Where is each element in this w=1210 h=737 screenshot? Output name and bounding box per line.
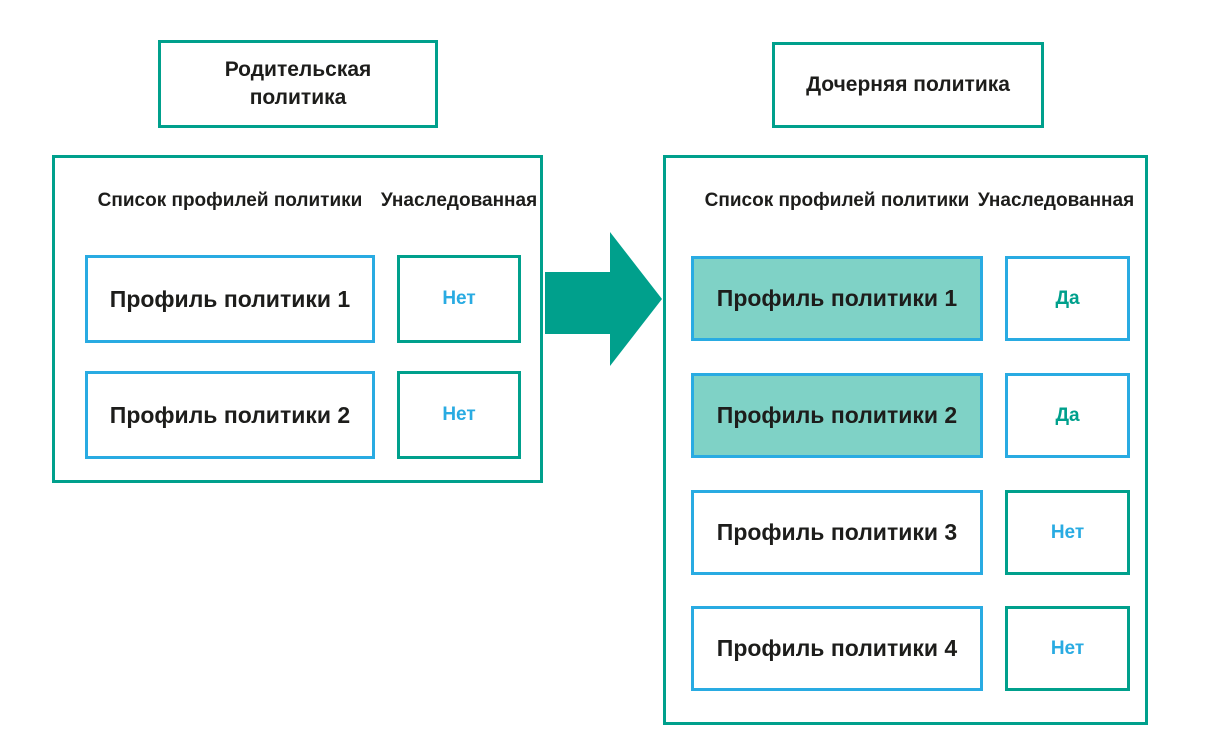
child-policy-title-box: Дочерняя политика [772, 42, 1044, 128]
child-header-profile-list: Список профилей политики [704, 190, 970, 211]
child-inherited-value-3: Нет [1050, 521, 1085, 543]
parent-profile-box-1: Профиль политики 1 [85, 255, 375, 343]
parent-inherited-box-2: Нет [397, 371, 521, 459]
inheritance-arrow-icon [545, 232, 662, 366]
parent-inherited-box-1: Нет [397, 255, 521, 343]
child-inherited-box-1: Да [1005, 256, 1130, 341]
parent-header-profile-list: Список профилей политики [97, 190, 363, 211]
parent-header-inherited: Унаследованная [380, 190, 538, 211]
child-inherited-box-3: Нет [1005, 490, 1130, 575]
child-profile-label-2: Профиль политики 2 [716, 402, 958, 428]
parent-policy-title-box: Родительская политика [158, 40, 438, 128]
parent-policy-title: Родительская политика [224, 57, 372, 109]
child-profile-box-3: Профиль политики 3 [691, 490, 983, 575]
child-header-inherited: Унаследованная [977, 190, 1135, 211]
child-profile-box-1: Профиль политики 1 [691, 256, 983, 341]
parent-policy-panel: Список профилей политики Унаследованная … [52, 155, 543, 483]
child-inherited-value-1: Да [1055, 287, 1080, 309]
child-policy-title: Дочерняя политика [806, 72, 1010, 96]
child-profile-label-3: Профиль политики 3 [716, 519, 958, 545]
child-profile-box-4: Профиль политики 4 [691, 606, 983, 691]
parent-inherited-value-1: Нет [442, 288, 476, 309]
child-inherited-box-4: Нет [1005, 606, 1130, 691]
parent-profile-box-2: Профиль политики 2 [85, 371, 375, 459]
parent-inherited-value-2: Нет [442, 404, 476, 425]
child-inherited-value-4: Нет [1050, 637, 1085, 659]
child-policy-panel: Список профилей политики Унаследованная … [663, 155, 1148, 725]
child-inherited-value-2: Да [1055, 404, 1080, 426]
parent-profile-label-1: Профиль политики 1 [109, 285, 351, 312]
child-profile-label-4: Профиль политики 4 [716, 635, 958, 661]
parent-profile-label-2: Профиль политики 2 [109, 401, 351, 428]
child-profile-box-2: Профиль политики 2 [691, 373, 983, 458]
child-inherited-box-2: Да [1005, 373, 1130, 458]
child-profile-label-1: Профиль политики 1 [716, 285, 958, 311]
